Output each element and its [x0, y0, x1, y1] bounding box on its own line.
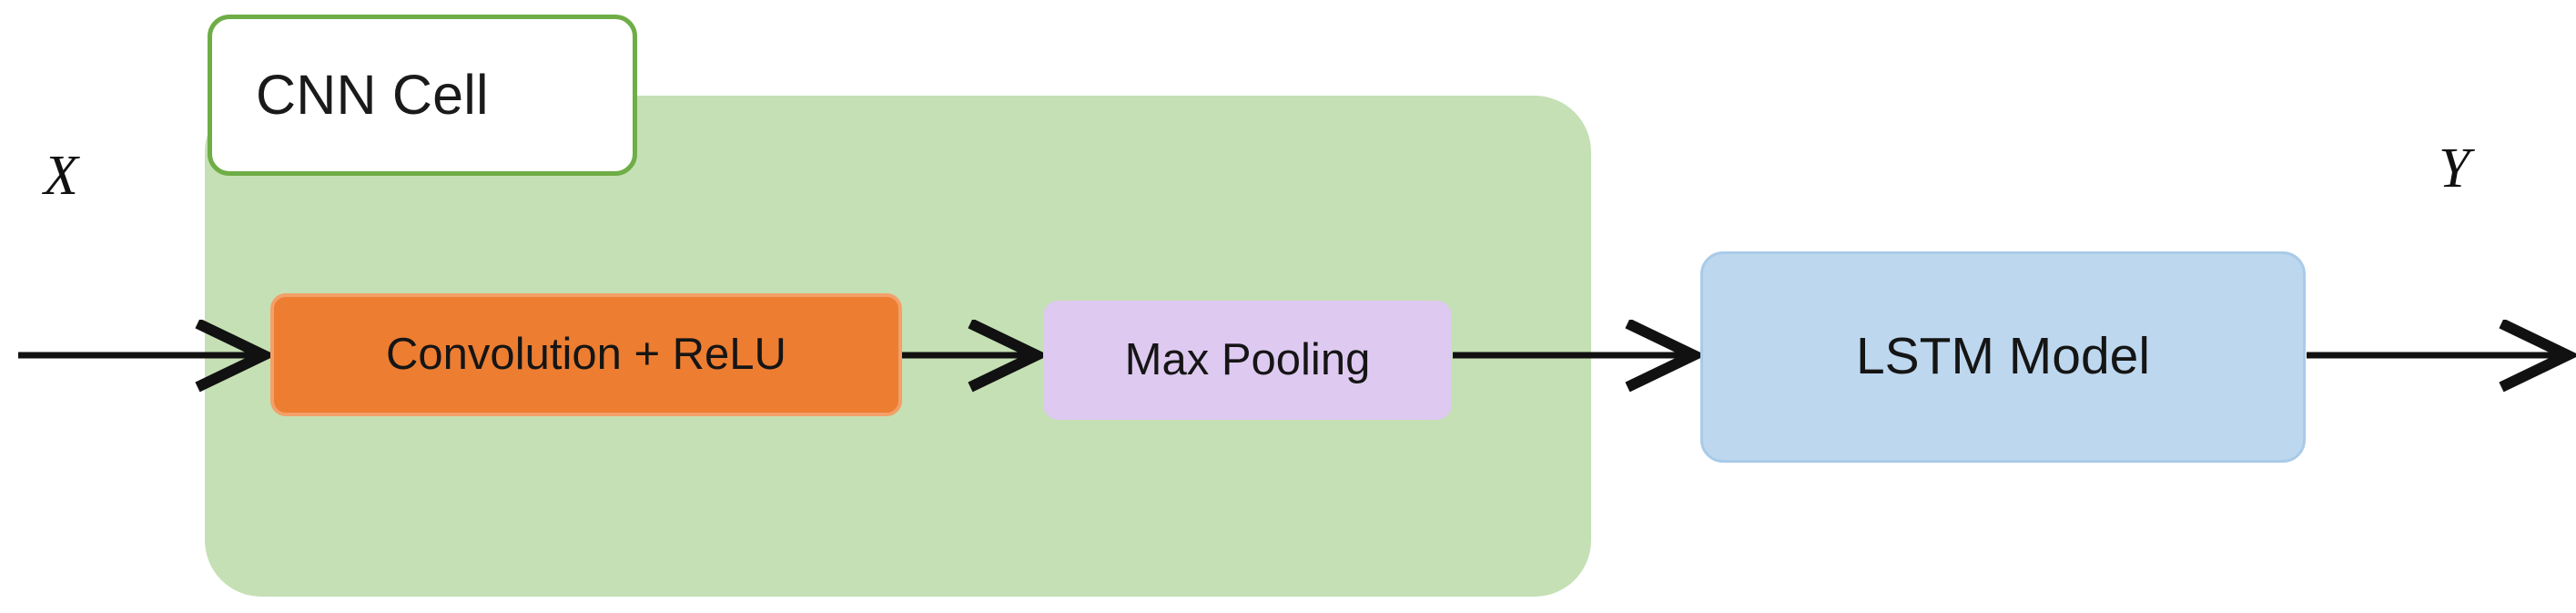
- node-convolution-relu[interactable]: Convolution + ReLU: [270, 293, 902, 416]
- node-max-pooling[interactable]: Max Pooling: [1043, 301, 1452, 420]
- node-convolution-relu-label: Convolution + ReLU: [386, 329, 786, 379]
- cnn-cell-group-label-chip: CNN Cell: [208, 15, 637, 176]
- output-variable-label: Y: [2439, 138, 2470, 199]
- input-variable-label: X: [44, 145, 78, 207]
- node-lstm-model-label: LSTM Model: [1855, 327, 2151, 386]
- node-lstm-model[interactable]: LSTM Model: [1700, 251, 2306, 463]
- node-max-pooling-label: Max Pooling: [1124, 334, 1371, 384]
- cnn-cell-group-label: CNN Cell: [256, 64, 489, 126]
